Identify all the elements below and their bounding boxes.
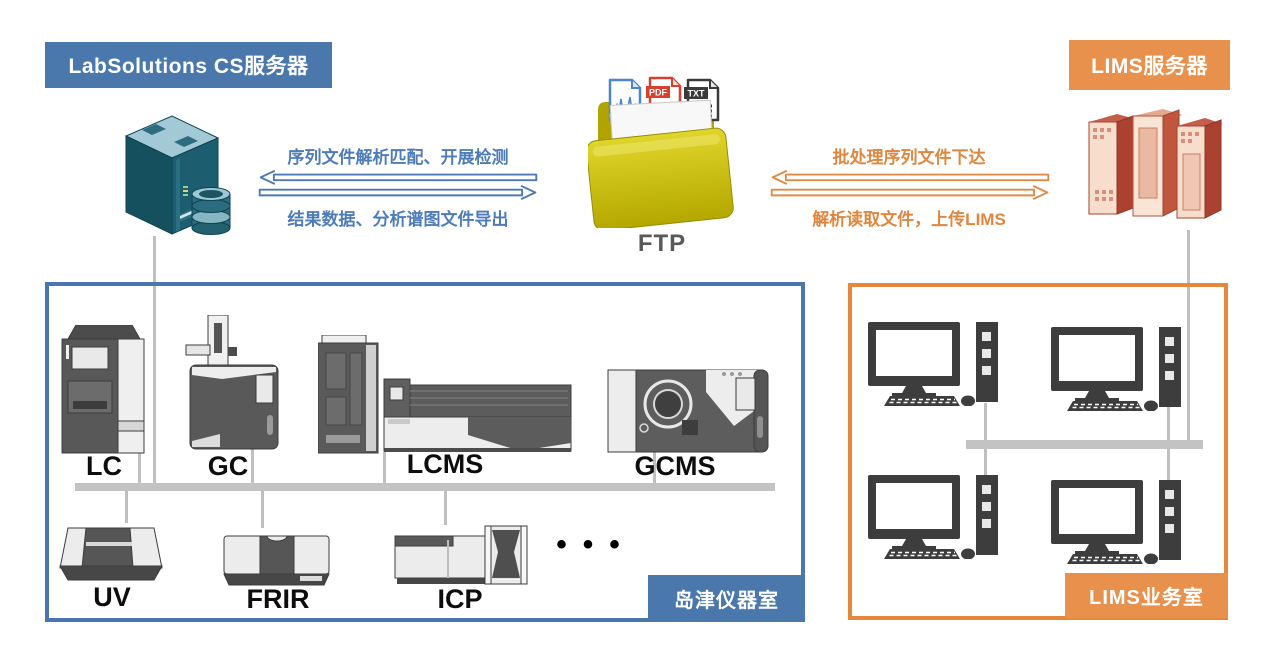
cs-server-drop-line (153, 236, 156, 487)
frir-label: FRIR (246, 584, 310, 614)
arrow-left-head (771, 169, 788, 185)
lims-server-title-label: LIMS服务器 (1091, 55, 1208, 78)
arrow-right-head (1032, 185, 1049, 201)
flow-label-seq-parse: 序列文件解析匹配、开展检测 (287, 148, 509, 167)
ftp-folder-icon: PDF TXT (588, 76, 736, 228)
lims-room-badge-label: LIMS业务室 (1089, 587, 1204, 609)
lims-server-drop-line (1187, 230, 1190, 442)
icp-connector (444, 491, 447, 525)
workstation-1-icon (868, 322, 998, 406)
instrument-room-badge: 岛津仪器室 (648, 575, 805, 622)
workstation-4-icon (1051, 480, 1181, 564)
lc-label: LC (86, 451, 122, 481)
lims-room-box (848, 283, 1228, 620)
workstation-2-connector (1167, 407, 1170, 440)
icp-label: ICP (437, 584, 483, 614)
arrow-right-head (520, 185, 537, 201)
gc-instrument-icon (180, 315, 285, 452)
workstation-4-connector (1167, 449, 1170, 481)
cs-server-icon (96, 110, 236, 238)
workstation-1-connector (984, 403, 987, 440)
lims-server-title: LIMS服务器 (1069, 40, 1230, 90)
cs-server-title-label: LabSolutions CS服务器 (68, 55, 309, 78)
flow-label-parse-upload: 解析读取文件，上传LIMS (812, 210, 1006, 229)
instrument-bus-line (75, 483, 775, 491)
lims-room-badge: LIMS业务室 (1065, 573, 1228, 618)
lcms-connector (383, 452, 386, 483)
uv-instrument-icon (56, 522, 166, 582)
uv-connector (125, 491, 128, 523)
instrument-room-badge-label: 岛津仪器室 (674, 590, 779, 612)
workstation-2-icon (1051, 327, 1181, 411)
gcms-label: GCMS (634, 451, 716, 481)
lims-server-icon (1083, 106, 1225, 234)
lims-bus-line (966, 440, 1203, 449)
lc-connector (138, 450, 141, 483)
ftp-label: FTP (637, 230, 687, 257)
lcms-label: LCMS (406, 449, 484, 479)
svg-text:TXT: TXT (688, 89, 706, 99)
gc-connector (251, 448, 254, 483)
frir-instrument-icon (220, 528, 333, 586)
workstation-3-connector (984, 449, 987, 477)
arrow-left-head (259, 169, 276, 185)
gcms-connector (653, 452, 656, 483)
more-instruments-ellipsis: ••• (556, 528, 636, 561)
cs-ftp-arrows (248, 166, 548, 202)
lc-instrument-icon (60, 325, 146, 455)
svg-text:PDF: PDF (649, 88, 668, 98)
icp-instrument-icon (393, 524, 528, 586)
ftp-lims-arrows (762, 166, 1058, 202)
workstation-3-icon (868, 475, 998, 559)
cs-server-title: LabSolutions CS服务器 (45, 42, 332, 88)
lcms-instrument-icon (318, 335, 573, 455)
gc-label: GC (207, 451, 249, 481)
flow-label-batch-issue: 批处理序列文件下达 (832, 148, 986, 167)
flow-label-result-export: 结果数据、分析谱图文件导出 (287, 210, 509, 229)
uv-label: UV (93, 582, 131, 612)
instrument-room-box (45, 282, 805, 622)
frir-connector (261, 491, 264, 528)
gcms-instrument-icon (606, 356, 771, 456)
